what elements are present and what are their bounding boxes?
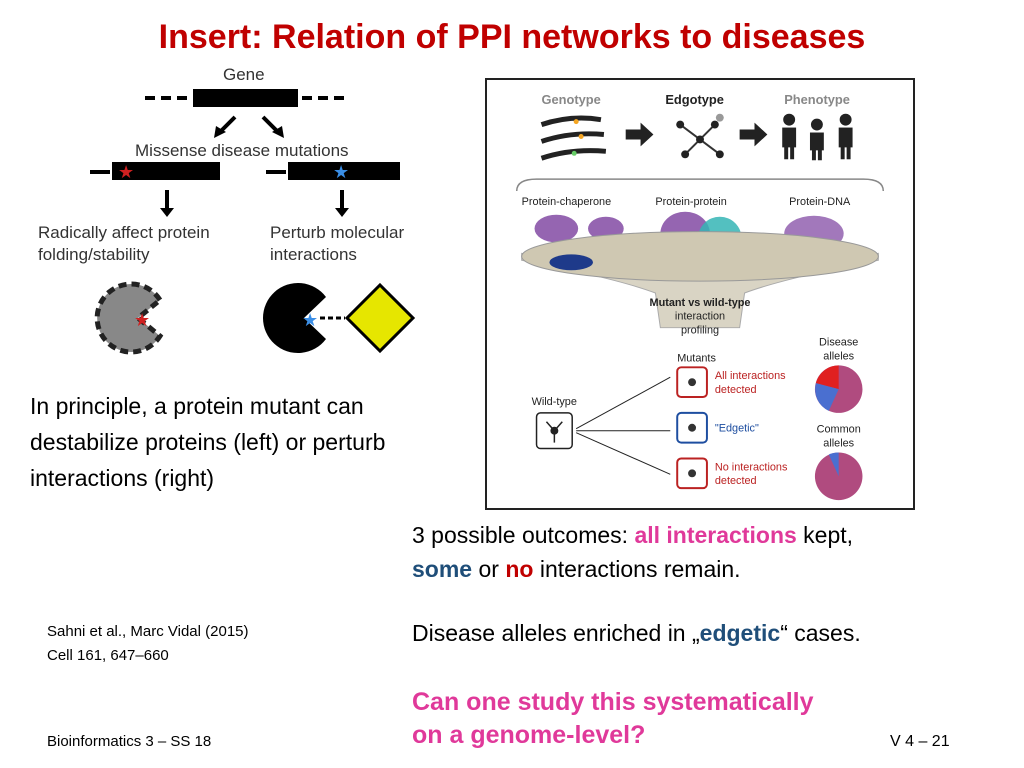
none-detected-line2: detected (715, 475, 757, 487)
arrow-icon-1 (625, 122, 654, 147)
gene-bar (193, 89, 298, 107)
outcome-no: no (505, 556, 534, 582)
page-title: Insert: Relation of PPI networks to dise… (158, 18, 866, 56)
outcomes-text: 3 possible outcomes: all interactions ke… (412, 518, 1012, 586)
perturb-label-line1: Perturb molecular (270, 223, 405, 242)
edgotype-label: Edgotype (665, 92, 724, 107)
question-text: Can one study this systematically on a g… (412, 686, 814, 752)
network-icon (676, 113, 724, 159)
funnel-text-line2: interaction (675, 311, 725, 323)
red-star-icon: ★ (118, 162, 134, 182)
all-detected-line2: detected (715, 384, 757, 396)
missense-label: Missense disease mutations (135, 141, 349, 160)
disease-pie-chart (814, 365, 863, 413)
unfolded-protein-icon (94, 281, 164, 355)
funnel-top (521, 231, 879, 282)
yellow-diamond-icon (344, 282, 416, 354)
mutant-bar-left (112, 162, 220, 180)
enriched-prefix: Disease alleles enriched in „ (412, 620, 700, 646)
mutants-label: Mutants (677, 352, 716, 364)
common-alleles-line2: alleles (823, 438, 854, 450)
common-pie-chart (814, 452, 863, 501)
folding-label-line1: Radically affect protein (38, 223, 210, 242)
enriched-edgetic: edgetic (699, 620, 781, 646)
principle-text: In principle, a protein mutant can desta… (30, 393, 386, 491)
arrow-icon-2 (739, 122, 768, 147)
down-arrow-right-icon (335, 190, 349, 217)
citation-line2: Cell 161, 647–660 (47, 647, 169, 664)
split-arrows-icon (214, 115, 284, 138)
outcomes-prefix: 3 possible outcomes: (412, 522, 635, 548)
enriched-text: Disease alleles enriched in „edgetic“ ca… (412, 620, 861, 647)
phenotype-label: Phenotype (784, 92, 850, 107)
protein-dna-label: Protein-DNA (789, 196, 851, 208)
wild-type-node-icon (545, 421, 563, 443)
protein-chaperone-label: Protein-chaperone (522, 196, 611, 208)
disease-alleles-line1: Disease (819, 337, 858, 349)
all-detected-line1: All interactions (715, 370, 786, 382)
edgetic-label: "Edgetic" (715, 423, 759, 435)
outcomes-kept: kept, (796, 522, 854, 548)
mutant-bar-right (288, 162, 400, 180)
edgotype-diagram: Genotype Edgotype Phenotype (515, 92, 885, 501)
perturb-label-line2: interactions (270, 245, 357, 264)
funnel-text-line1: Mutant vs wild-type (650, 297, 751, 309)
footer-course: Bioinformatics 3 – SS 18 (47, 733, 212, 750)
down-arrow-left-icon (160, 190, 174, 217)
common-alleles-line1: Common (817, 424, 861, 436)
gene-label: Gene (223, 65, 265, 84)
question-line2: on a genome-level? (412, 721, 646, 749)
wild-type-label: Wild-type (532, 396, 577, 408)
citation-line1: Sahni et al., Marc Vidal (2015) (47, 623, 249, 640)
edgotype-figure: Genotype Edgotype Phenotype (485, 78, 915, 510)
blue-star-icon: ★ (333, 162, 349, 182)
red-star-icon-2: ★ (134, 310, 150, 330)
folding-label-line2: folding/stability (38, 245, 150, 264)
mutation-schematic-figure: Gene Missense disease mutations ★ ★ Radi… (38, 65, 416, 355)
citation: Sahni et al., Marc Vidal (2015) Cell 161… (47, 620, 249, 668)
enriched-suffix: “ cases. (780, 620, 861, 646)
chaperone-cylinder (549, 254, 594, 271)
funnel-text-line3: profiling (681, 325, 719, 337)
disease-alleles-line2: alleles (823, 350, 854, 362)
people-icon (782, 113, 853, 161)
outcome-all: all interactions (634, 522, 797, 548)
blue-star-icon-2: ★ (302, 310, 318, 330)
outcomes-or: or (472, 556, 506, 582)
slide-number: V 4 – 21 (890, 733, 950, 750)
intact-protein-icon (262, 283, 326, 353)
outcomes-remain: interactions remain. (533, 556, 741, 582)
question-line1: Can one study this systematically (412, 688, 814, 716)
none-detected-line1: No interactions (715, 461, 788, 473)
protein-protein-label: Protein-protein (655, 196, 726, 208)
outcome-some: some (412, 556, 473, 582)
genotype-label: Genotype (541, 92, 600, 107)
chromosome-icons (540, 115, 607, 161)
